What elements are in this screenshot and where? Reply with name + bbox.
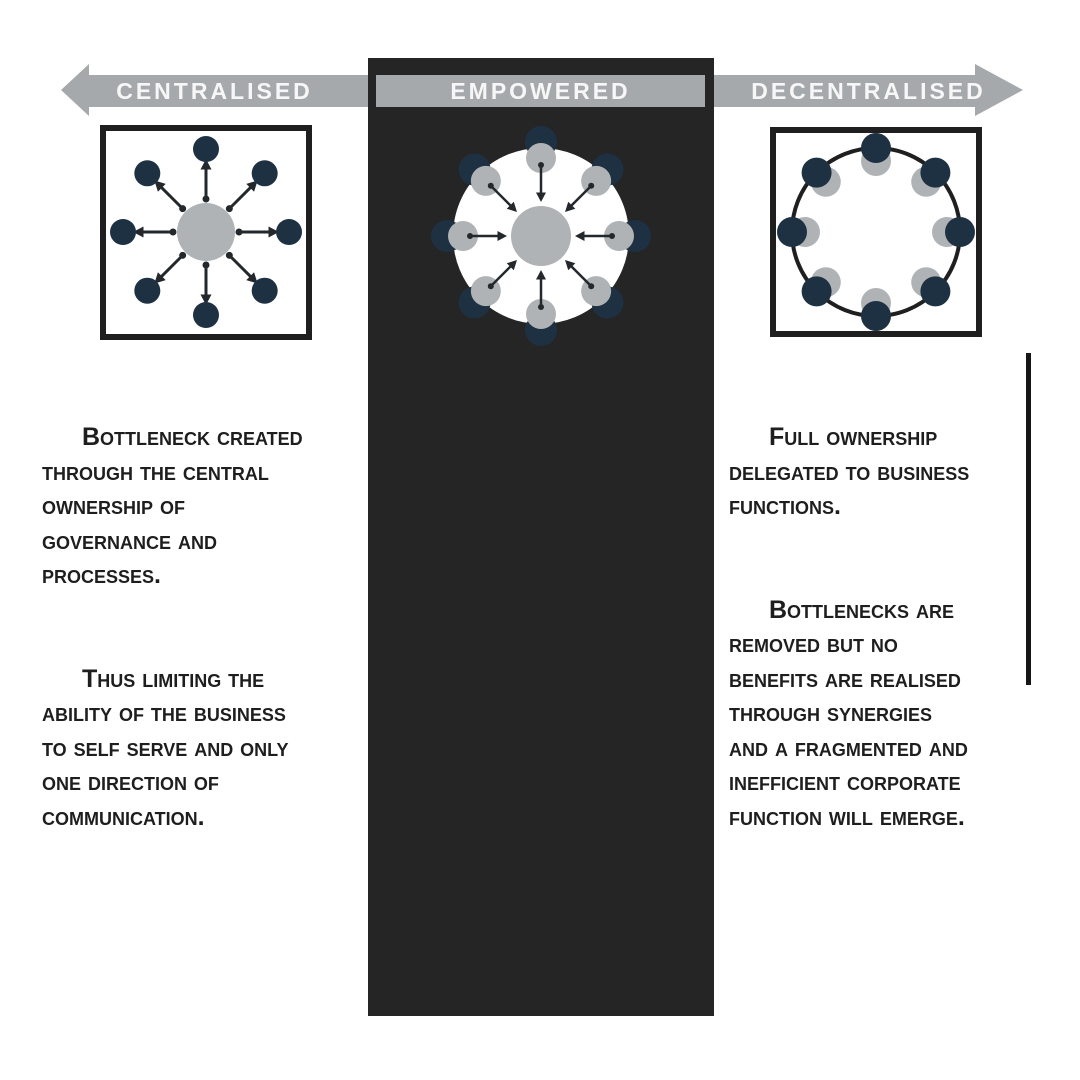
arrow-right-head-icon [975,64,1023,116]
arrow-left-head-icon [61,64,89,116]
paragraph: Bottlenecks are removed but no benefits … [729,595,968,831]
paragraph: Bottleneck created through the central o… [42,423,303,589]
paragraph: Full ownership delegated to business fun… [729,423,970,520]
decentralised-network-icon [770,127,982,337]
empowered-banner-bar [376,75,705,107]
decentralised-description: Full ownership delegated to business fun… [729,351,969,903]
centralised-network-icon [100,125,312,340]
centralised-banner-bar [88,75,368,107]
decentralised-label: DECENTRALISED [751,77,986,104]
centralised-label: CENTRALISED [116,77,313,104]
text-box-edge-rule [1026,353,1031,685]
empowered-network-icon [431,126,651,346]
decentralised-banner-bar [714,75,975,107]
centralised-description: Bottleneck created through the central o… [42,351,303,903]
paragraph: Thus limiting the ability of the busines… [42,664,289,831]
empowered-label: EMPOWERED [450,77,631,104]
